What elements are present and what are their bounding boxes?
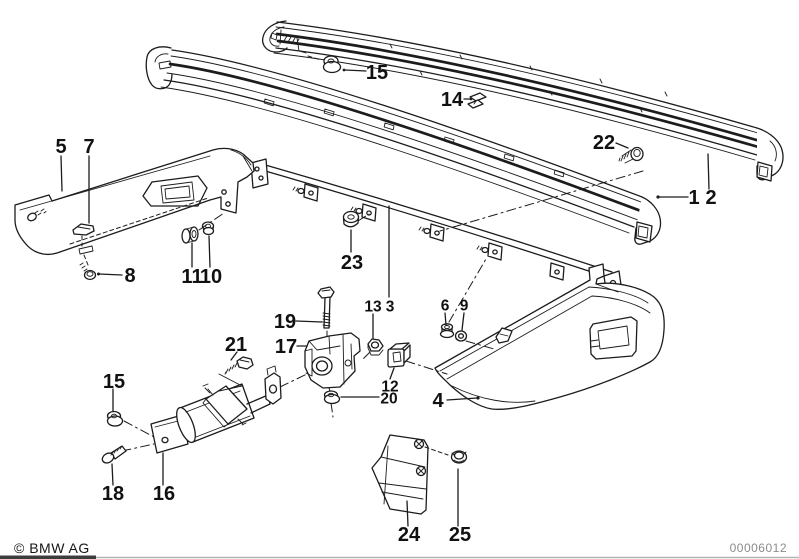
callout-25: 25: [449, 524, 471, 546]
callout-9: 9: [460, 298, 469, 315]
callout-12: 12: [381, 379, 398, 396]
callout-15-lower: 15: [103, 371, 125, 393]
small-fasteners: [324, 56, 644, 374]
callout-21: 21: [225, 334, 247, 356]
callout-7: 7: [83, 136, 94, 158]
bolt-19: [318, 287, 334, 328]
shock-absorber-assembly: [101, 357, 307, 465]
bolt-18: [101, 446, 126, 465]
left-end-cap: [15, 148, 254, 279]
callout-15-upper: 15: [366, 62, 388, 84]
nut-15-lower: [108, 412, 123, 427]
chrome-molding-strip: [263, 21, 783, 181]
support-bracket-24: [372, 435, 467, 514]
callout-22: 22: [593, 132, 615, 154]
nut-20: [325, 391, 340, 404]
callout-24: 24: [398, 524, 421, 546]
callout-16: 16: [153, 483, 175, 505]
bushing-11: [182, 227, 198, 243]
scan-edge: [0, 555, 799, 559]
clip-14: [468, 93, 486, 108]
nut-6: [441, 324, 454, 338]
nut-10: [203, 222, 214, 235]
callout-2: 2: [705, 187, 716, 209]
callout-17: 17: [275, 336, 297, 358]
callout-3: 3: [386, 299, 395, 316]
callout-1: 1: [688, 187, 699, 209]
callout-19: 19: [274, 311, 296, 333]
callout-13: 13: [364, 299, 382, 316]
nut-25: [452, 451, 467, 463]
nut-13: [368, 339, 383, 355]
callout-4: 4: [432, 390, 444, 412]
copyright-text: © BMW AG: [14, 540, 90, 556]
callout-10: 10: [200, 266, 222, 288]
callout-18: 18: [102, 483, 124, 505]
leader-lines: [61, 68, 709, 526]
bumper-impact-strip: [146, 47, 660, 244]
callout-23: 23: [341, 252, 363, 274]
reinforcement-bar: [251, 159, 643, 297]
callout-14: 14: [441, 89, 464, 111]
bar-tab-screws: [293, 187, 488, 253]
nut-15-upper: [324, 56, 341, 73]
callout-6: 6: [441, 298, 450, 315]
bracket-17-assembly: [305, 287, 360, 417]
grommet-23: [344, 212, 359, 227]
callout-11: 11: [181, 266, 202, 288]
clip-7: [73, 224, 94, 235]
screw-21: [225, 357, 253, 374]
callout-5: 5: [55, 136, 66, 158]
end-cap-screw: [26, 209, 46, 222]
bar-mounting-tabs: [304, 184, 564, 280]
callout-20: 20: [380, 391, 397, 408]
cage-nut-12: [388, 343, 410, 367]
callout-8: 8: [124, 265, 135, 287]
bumper-corner-piece: [435, 264, 664, 409]
screw-8: [80, 263, 96, 280]
screw-22: [619, 148, 643, 164]
license-recess: [143, 176, 207, 206]
washer-9: [456, 331, 467, 341]
diagram-number: 00006012: [729, 541, 787, 555]
